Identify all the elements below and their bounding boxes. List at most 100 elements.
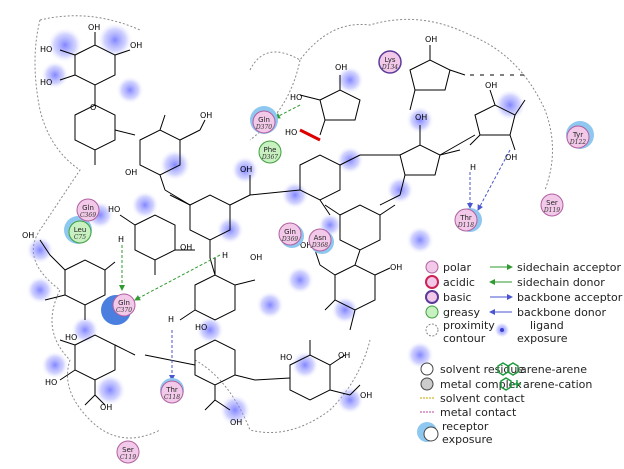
ligand-exposure-spots [26,22,526,426]
residue-thr-c118: Thr C118 [160,380,184,404]
svg-text:sidechain acceptor: sidechain acceptor [517,261,621,274]
svg-text:OH: OH [360,391,372,400]
residue-tyr-d122: Tyr D122 [566,125,590,149]
svg-text:OH: OH [300,241,312,250]
legend-basic: basic [425,290,472,304]
legend-sidechain-donor: sidechain donor [489,276,605,289]
svg-text:solvent residue: solvent residue [440,363,524,376]
svg-text:OH: OH [338,351,350,360]
svg-text:D369: D369 [281,236,298,243]
svg-text:HO: HO [290,93,302,102]
svg-text:OH: OH [88,23,100,32]
svg-text:D367: D367 [261,154,278,161]
svg-text:OH: OH [22,231,34,240]
legend-polar: polar [425,260,472,274]
svg-text:Phe: Phe [264,146,277,154]
svg-text:arene-arene: arene-arene [520,363,587,376]
legend: polar acidic basic greasy proximity cont… [417,260,623,446]
residue-gln-d370: Gln D370 [252,110,276,134]
svg-text:proximity: proximity [443,319,495,332]
svg-text:HO: HO [65,333,77,342]
svg-text:backbone donor: backbone donor [517,306,607,319]
residue-gln-d369: Gln D369 [278,222,302,246]
svg-text:solvent contact: solvent contact [440,392,525,405]
svg-text:HO: HO [280,353,292,362]
svg-text:HO: HO [108,205,120,214]
legend-greasy: greasy [425,305,481,319]
interaction-lines [119,104,511,381]
svg-text:OH: OH [130,41,142,50]
svg-text:Asn: Asn [314,234,327,242]
svg-text:OH: OH [415,113,427,122]
svg-text:HO: HO [285,128,297,137]
legend-backbone-acceptor: backbone acceptor [490,291,623,304]
svg-text:C370: C370 [116,307,132,314]
svg-text:OH: OH [425,35,437,44]
legend-ligand-exposure: ligand exposure [494,319,568,345]
svg-text:Gln: Gln [118,299,130,307]
svg-text:backbone acceptor: backbone acceptor [517,291,623,304]
svg-text:D122: D122 [569,139,586,146]
svg-text:OH: OH [200,111,212,120]
svg-text:acidic: acidic [443,276,475,289]
svg-text:Gln: Gln [284,228,296,236]
residue-gln-c370: Gln C370 [112,293,136,317]
arene-arene-icon [497,362,519,376]
residue-gln-c369: Gln C369 [76,198,100,222]
svg-text:HO: HO [45,378,57,387]
svg-text:HO: HO [40,45,52,54]
residue-ser-d119: Ser D119 [540,193,564,217]
residue-ser-c119: Ser C119 [116,440,140,464]
legend-solvent-contact: solvent contact [420,392,525,405]
svg-text:D119: D119 [543,207,560,214]
svg-text:basic: basic [443,291,472,304]
legend-arene-cation: arene-cation [500,377,592,391]
residue-asn-d368: Asn D368 [308,228,332,252]
svg-text:Ser: Ser [122,446,134,454]
svg-text:Gln: Gln [258,116,270,124]
legend-metal-contact: metal contact [420,406,517,419]
svg-text:OH: OH [505,153,517,162]
proximity-contour [32,15,553,439]
svg-text:HO: HO [195,323,207,332]
svg-text:ligand: ligand [530,319,564,332]
svg-text:sidechain donor: sidechain donor [517,276,605,289]
residue-phe-d367: Phe D367 [258,140,282,164]
ligand-skeleton [39,32,530,411]
svg-text:O: O [90,103,96,112]
svg-text:greasy: greasy [443,306,481,319]
legend-solvent-residue: solvent residue [420,362,524,376]
svg-text:OH: OH [240,165,252,174]
svg-text:polar: polar [443,261,472,274]
svg-text:OH: OH [485,81,497,90]
svg-text:H: H [168,315,174,324]
svg-text:Leu: Leu [74,226,87,234]
svg-text:HO: HO [40,78,52,87]
legend-arene-arene: arene-arene [497,362,587,376]
svg-text:C369: C369 [80,212,96,219]
svg-text:OH: OH [335,63,347,72]
svg-text:Ser: Ser [546,199,558,207]
svg-text:H: H [470,163,476,172]
svg-text:Thr: Thr [459,214,472,222]
svg-text:exposure: exposure [442,433,493,446]
svg-text:contour: contour [443,332,486,345]
legend-proximity-contour: proximity contour [425,319,495,345]
svg-text:metal contact: metal contact [440,406,517,419]
arene-cation-icon [500,377,521,391]
svg-text:OH: OH [180,243,192,252]
svg-text:OH: OH [125,168,137,177]
legend-receptor-exposure: receptor exposure [417,420,493,446]
svg-text:D118: D118 [457,222,474,229]
legend-backbone-donor: backbone donor [489,306,607,319]
residue-thr-d118: Thr D118 [454,208,478,232]
svg-text:Gln: Gln [82,204,94,212]
svg-text:Tyr: Tyr [572,131,583,139]
legend-sidechain-acceptor: sidechain acceptor [490,261,621,274]
svg-text:C119: C119 [120,454,136,461]
residue-lys-d134: Lys D134 [378,50,402,74]
svg-text:D370: D370 [255,124,272,131]
svg-text:H: H [222,251,228,260]
svg-text:OH: OH [250,253,262,262]
